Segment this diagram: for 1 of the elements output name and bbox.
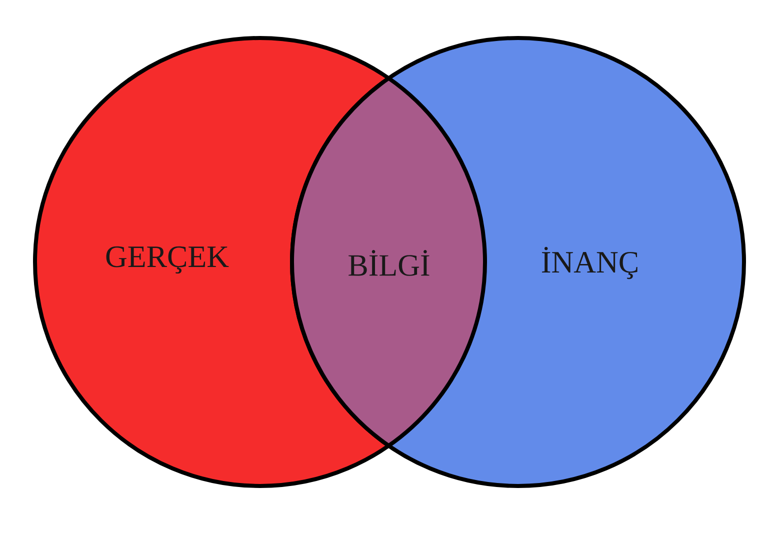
overlap-region: BİLGİ	[290, 76, 487, 448]
